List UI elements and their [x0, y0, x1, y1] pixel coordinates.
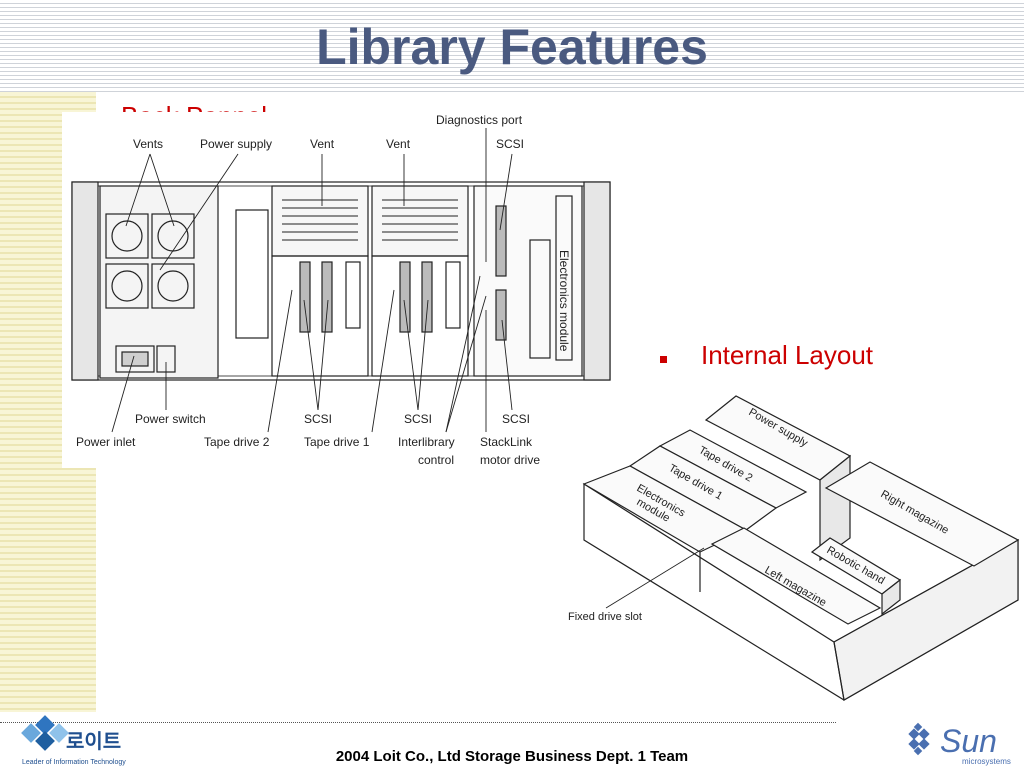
label-motor-drive: motor drive	[480, 453, 540, 467]
footer-text: 2004 Loit Co., Ltd Storage Business Dept…	[335, 748, 689, 765]
label-scsi-3: SCSI	[502, 412, 530, 426]
label-power-supply: Power supply	[200, 137, 272, 151]
label-vents: Vents	[133, 137, 163, 151]
header-stripes	[0, 0, 1024, 92]
loit-emblem-icon: 로이트 Leader of Information Technology	[21, 715, 126, 766]
label-electronics-module: Electronics module	[557, 250, 571, 352]
label-tape-drive-1: Tape drive 1	[304, 435, 370, 449]
loit-name: 로이트	[66, 730, 121, 753]
sun-emblem-icon: Sun microsystems	[908, 722, 1011, 766]
label-power-switch: Power switch	[135, 412, 206, 426]
label-scsi-1: SCSI	[304, 412, 332, 426]
footer-divider	[0, 722, 836, 723]
sun-logo: Sun microsystems	[902, 718, 1012, 766]
label-stacklink: StackLink	[480, 435, 533, 449]
label-scsi-top: SCSI	[496, 137, 524, 151]
label-vent-2: Vent	[386, 137, 411, 151]
sun-name: Sun	[940, 723, 997, 759]
label-diagnostics-port: Diagnostics port	[436, 113, 523, 127]
slide-title: Library Features	[316, 19, 708, 75]
loit-tagline: Leader of Information Technology	[22, 759, 126, 766]
loit-logo: 로이트 Leader of Information Technology	[20, 710, 142, 766]
label-tape-drive-2: Tape drive 2	[204, 435, 270, 449]
label-control: control	[418, 453, 454, 467]
bullet-marker	[660, 356, 667, 363]
label-scsi-2: SCSI	[404, 412, 432, 426]
sun-sub: microsystems	[962, 757, 1011, 766]
bullet-internal-layout: Internal Layout	[701, 340, 874, 370]
label-interlibrary: Interlibrary	[398, 435, 455, 449]
label-vent-1: Vent	[310, 137, 335, 151]
label-power-inlet: Power inlet	[76, 435, 136, 449]
label-il-fixed-drive-slot: Fixed drive slot	[568, 611, 642, 623]
